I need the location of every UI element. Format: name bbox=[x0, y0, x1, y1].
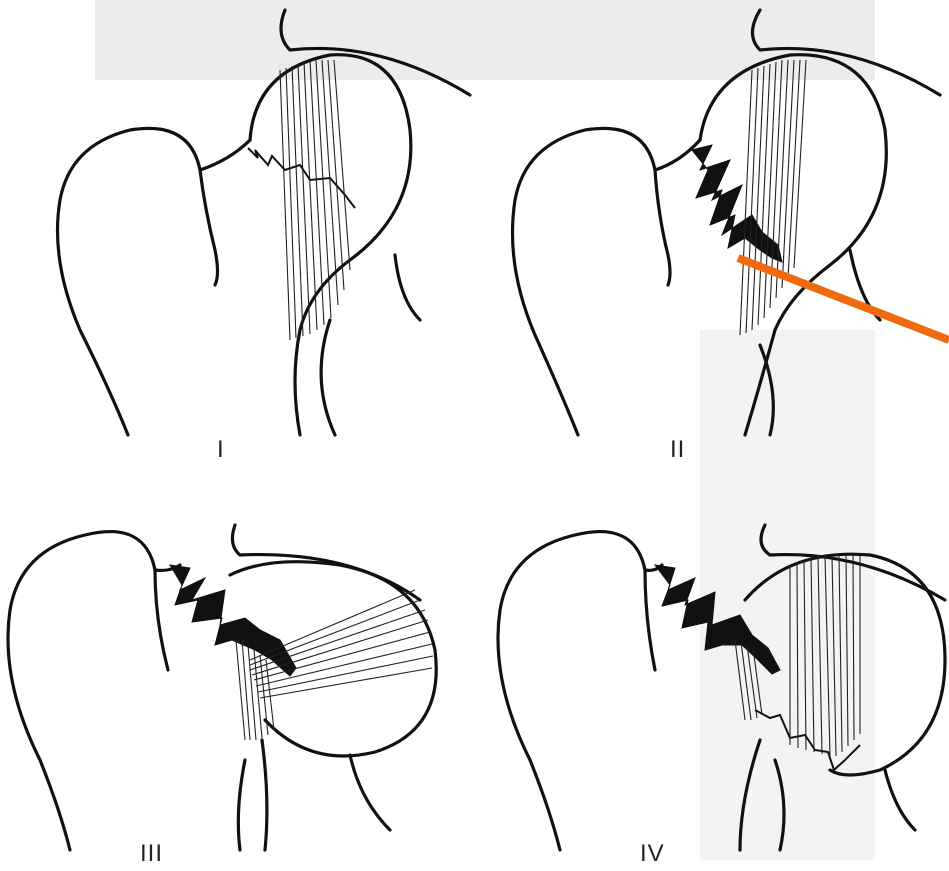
label-panel-iv: IV bbox=[640, 840, 665, 868]
panel-i-shaft-inner bbox=[321, 320, 335, 435]
panel-iii-lesser bbox=[350, 755, 390, 830]
panel-iii-shaft-medial bbox=[238, 760, 245, 850]
panel-ii-trochanter bbox=[513, 128, 656, 435]
orange-arrow bbox=[738, 258, 949, 340]
panel-iii-trochanter bbox=[8, 532, 155, 850]
panel-i-shaft-medial bbox=[295, 330, 300, 435]
panel-iii-neck bbox=[155, 565, 180, 670]
label-panel-i: I bbox=[217, 436, 225, 464]
panel-ii-trabeculae bbox=[740, 60, 806, 335]
panel-iv-lesser bbox=[885, 770, 915, 830]
panel-ii-fracture bbox=[692, 145, 782, 262]
label-panel-ii: II bbox=[670, 436, 685, 464]
panel-iv-neck bbox=[645, 565, 662, 670]
panel-iv-trochanter bbox=[498, 532, 645, 850]
panel-i-neck bbox=[200, 140, 250, 285]
panel-ii-neck bbox=[655, 140, 700, 285]
panel-i-fracture bbox=[248, 148, 355, 208]
panel-i-trochanter bbox=[58, 128, 201, 435]
panel-iii-trabeculae bbox=[236, 590, 433, 740]
label-panel-iii: III bbox=[140, 840, 163, 868]
panel-iii-fracture bbox=[170, 565, 296, 676]
panel-i-trabeculae bbox=[280, 60, 350, 340]
bg-band-right bbox=[700, 330, 875, 860]
panel-iii-shaft-inner bbox=[262, 740, 267, 850]
panel-i-lesser bbox=[395, 255, 420, 320]
panel-iii bbox=[8, 525, 436, 850]
